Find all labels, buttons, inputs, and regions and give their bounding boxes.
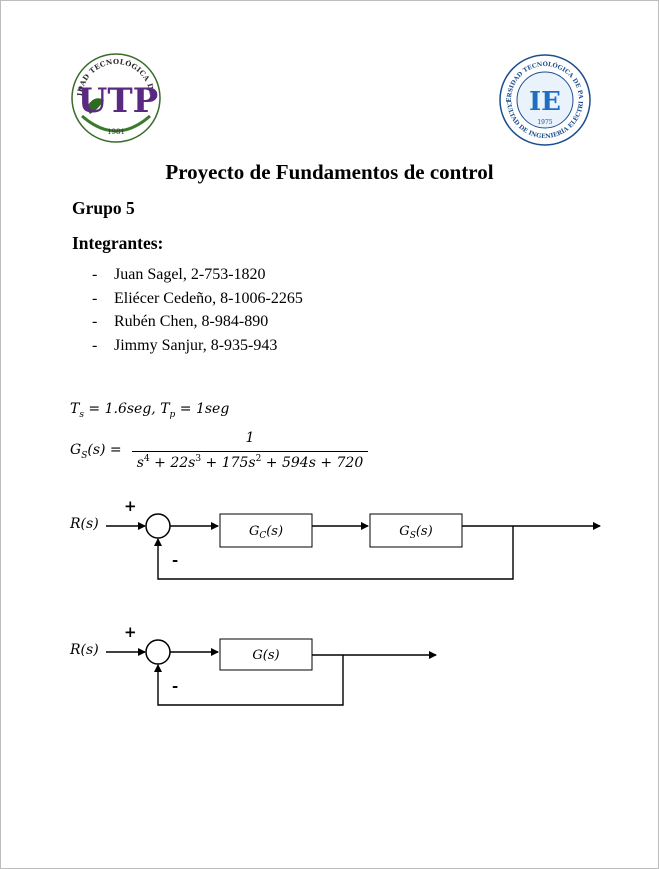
plant-block	[369, 513, 463, 548]
minus-sign: -	[172, 551, 178, 569]
member-item: -Rubén Chen, 8-984-890	[92, 313, 269, 330]
member-text: Rubén Chen, 8-984-890	[114, 313, 269, 330]
plus-sign: +	[124, 625, 137, 641]
block-diagram-2: R(s) + - G(s)	[69, 625, 437, 706]
member-item: -Eliécer Cedeño, 8-1006-2265	[92, 290, 303, 307]
utp-year: 1981	[107, 128, 125, 136]
input-label: R(s)	[69, 642, 99, 658]
utp-logo: UNIVERSIDAD TECNOLÓGICA DE PANAMÁ UTP 19…	[68, 50, 161, 143]
member-item: -Jimmy Sanjur, 8-935-943	[92, 337, 278, 354]
ie-year: 1975	[537, 119, 552, 126]
time-specs: Ts = 1.6seg, Tp = 1seg	[70, 401, 230, 420]
member-text: Juan Sagel, 2-753-1820	[114, 266, 266, 283]
transfer-lhs: GS(s) =	[70, 442, 122, 461]
ie-letters: IE	[529, 87, 561, 117]
minus-sign: -	[172, 677, 178, 695]
summing-junction	[145, 513, 171, 539]
plus-sign: +	[124, 497, 137, 515]
tp-value: = 1seg	[179, 401, 230, 417]
member-text: Jimmy Sanjur, 8-935-943	[114, 337, 278, 354]
member-text: Eliécer Cedeño, 8-1006-2265	[114, 290, 303, 307]
feedback-path	[154, 655, 344, 706]
page-title: Proyecto de Fundamentos de control	[165, 160, 494, 184]
fraction-bar	[132, 451, 368, 452]
plant-label: GS(s)	[399, 524, 432, 541]
feedback-path	[154, 526, 514, 580]
controller-label: GC(s)	[249, 524, 283, 541]
ts-value: = 1.6seg,	[88, 401, 156, 417]
utp-letters: UTP	[78, 81, 159, 121]
system-label: G(s)	[252, 648, 279, 663]
transfer-denominator: s4 + 22s3 + 175s2 + 594s + 720	[136, 454, 364, 471]
input-label: R(s)	[69, 516, 99, 532]
summing-junction	[145, 639, 171, 665]
ie-logo: UNIVERSIDAD TECNOLÓGICA DE PANAMÁ FACULT…	[497, 52, 591, 146]
controller-block	[219, 513, 313, 548]
transfer-numerator: 1	[245, 430, 255, 446]
member-item: -Juan Sagel, 2-753-1820	[92, 266, 266, 283]
system-block	[219, 638, 313, 671]
group-label: Grupo 5	[72, 198, 135, 218]
members-heading: Integrantes:	[72, 233, 164, 253]
block-diagram-1: R(s) + - GC(s) GS(s)	[69, 497, 601, 580]
